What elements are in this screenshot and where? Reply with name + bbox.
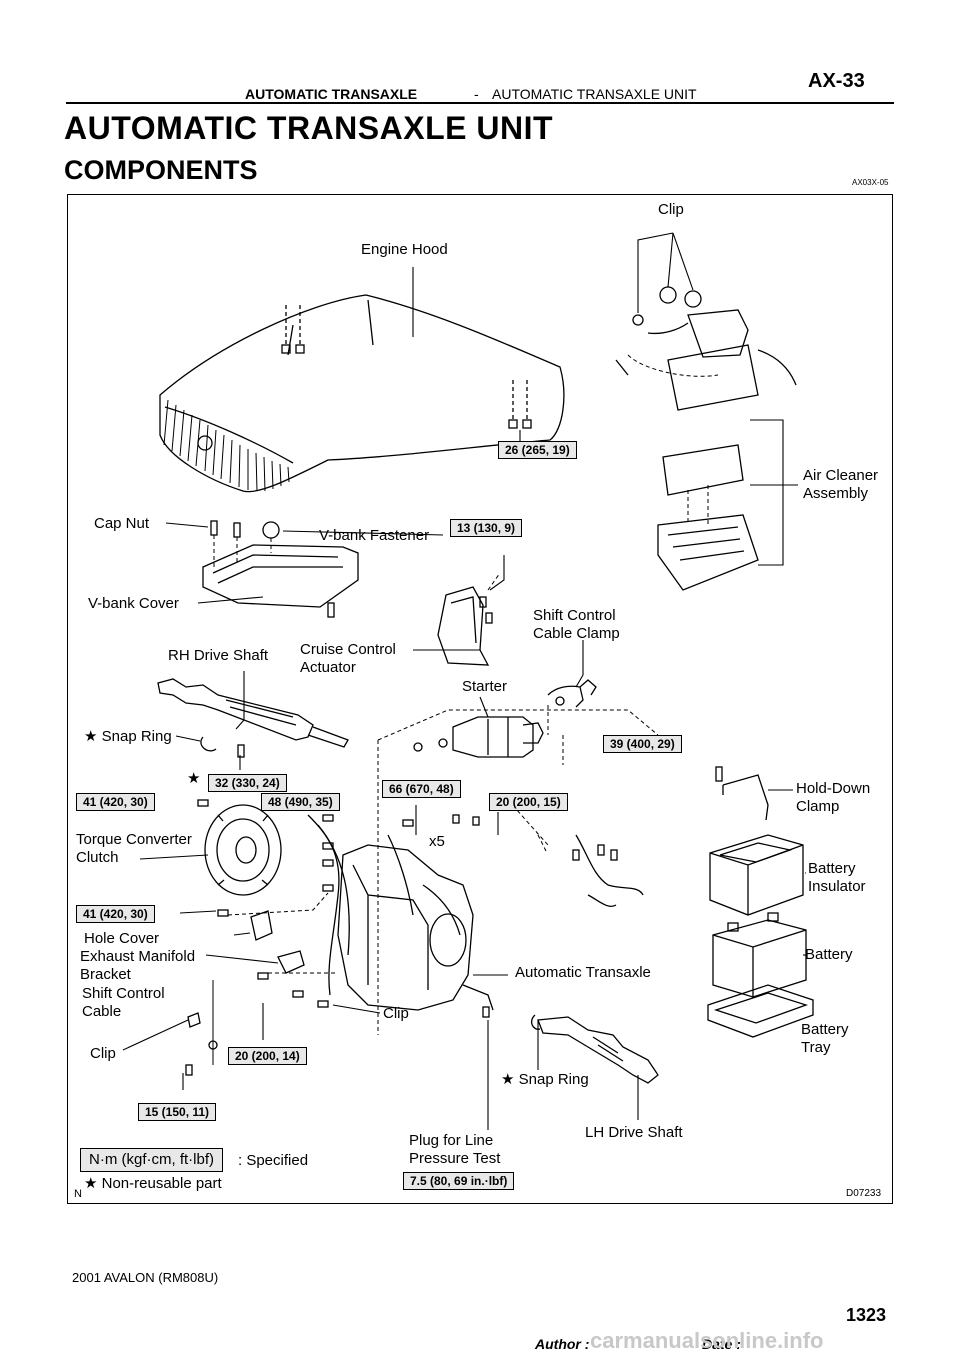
starter-drawing <box>413 716 544 758</box>
cruise-actuator-drawing <box>437 586 493 666</box>
torque-41-upper: 41 (420, 30) <box>76 793 155 811</box>
torque-13: 13 (130, 9) <box>450 519 523 537</box>
battery-insulator-drawing <box>709 834 804 916</box>
label-hold-down-2: Clamp <box>796 798 840 815</box>
torque-converter-drawing <box>204 804 282 896</box>
legend-specified: : Specified <box>238 1152 309 1169</box>
label-shift-clamp-2: Cable Clamp <box>533 625 620 642</box>
label-hole-cover: Hole Cover <box>84 930 160 947</box>
label-cap-nut: Cap Nut <box>94 515 150 532</box>
label-shift-cable-2: Cable <box>82 1003 122 1020</box>
torque-39: 39 (400, 29) <box>603 735 682 753</box>
lh-drive-shaft-drawing <box>531 1014 659 1084</box>
label-shift-cable-1: Shift Control <box>82 985 165 1002</box>
label-vbank-fastener: V-bank Fastener <box>319 527 430 544</box>
label-battery: Battery <box>805 946 853 963</box>
figure-north-mark: N <box>74 1188 82 1200</box>
label-rh-drive-shaft: RH Drive Shaft <box>168 647 269 664</box>
rh-drive-shaft-drawing <box>157 678 349 752</box>
label-air-cleaner-2: Assembly <box>803 485 869 502</box>
footer-model: 2001 AVALON (RM808U) <box>72 1270 219 1285</box>
label-starter: Starter <box>462 678 508 695</box>
hole-cover-drawing <box>250 910 273 941</box>
hood-bolts-drawing <box>285 305 528 420</box>
components-figure: Clip Engine Hood Air Cleaner Assembly Ca… <box>67 194 893 1204</box>
watermark: carmanualsonline.info <box>590 1328 824 1353</box>
automatic-transaxle-drawing <box>307 814 494 1011</box>
label-exhaust-bracket-2: Bracket <box>80 966 131 983</box>
wiring-harness-drawing <box>572 834 644 907</box>
label-shift-clamp-1: Shift Control <box>533 607 616 624</box>
label-torque-converter-1: Torque Converter <box>76 831 192 848</box>
torque-32: 32 (330, 24) <box>208 774 287 792</box>
label-plug-1: Plug for Line <box>409 1132 494 1149</box>
torque-26: 26 (265, 19) <box>498 441 577 459</box>
footer-page-number: 1323 <box>846 1305 887 1325</box>
page-subtitle: COMPONENTS <box>64 155 258 185</box>
header-page-code: AX-33 <box>808 70 865 92</box>
footer-date-label: Date : <box>702 1336 741 1352</box>
header-rule <box>66 102 894 104</box>
label-torque-converter-2: Clutch <box>76 849 119 866</box>
leader-lines <box>122 232 806 1130</box>
bolts-drawing <box>185 744 519 1076</box>
label-automatic-transaxle: Automatic Transaxle <box>515 964 651 981</box>
label-lh-drive-shaft: LH Drive Shaft <box>585 1124 683 1141</box>
label-engine-hood: Engine Hood <box>361 241 448 258</box>
legend-unit-box: N·m (kgf·cm, ft·lbf) <box>80 1148 223 1172</box>
label-clip-mid: Clip <box>383 1005 409 1022</box>
header-subsection: AUTOMATIC TRANSAXLE UNIT <box>492 86 697 102</box>
components-illustration <box>122 232 814 1130</box>
page-title: AUTOMATIC TRANSAXLE UNIT <box>64 110 554 146</box>
header-section: AUTOMATIC TRANSAXLE <box>245 86 418 102</box>
label-cruise-2: Actuator <box>300 659 356 676</box>
label-hold-down-1: Hold-Down <box>796 780 871 797</box>
label-battery-insulator-2: Insulator <box>808 878 866 895</box>
label-clip-left: Clip <box>90 1045 116 1062</box>
label-battery-tray-1: Battery <box>801 1021 849 1038</box>
star-icon: ★ <box>187 770 201 787</box>
figure-code: D07233 <box>846 1188 882 1199</box>
label-exhaust-bracket-1: Exhaust Manifold <box>80 948 196 965</box>
legend-non-reusable: Non-reusable part <box>84 1175 222 1193</box>
label-snap-ring-upper: Snap Ring <box>84 728 172 746</box>
engine-hood-drawing <box>159 294 565 493</box>
torque-7-5: 7.5 (80, 69 in.·lbf) <box>403 1172 515 1190</box>
reference-code: AX03X-05 <box>852 178 889 187</box>
shift-clamp-drawing <box>547 679 597 708</box>
torque-41-lower: 41 (420, 30) <box>76 905 155 923</box>
label-clip-top: Clip <box>658 201 684 218</box>
label-plug-2: Pressure Test <box>409 1150 501 1167</box>
air-cleaner-drawing <box>615 286 797 591</box>
battery-drawing <box>712 912 807 998</box>
torque-20-upper: 20 (200, 15) <box>489 793 568 811</box>
torque-66: 66 (670, 48) <box>382 780 461 798</box>
footer-author-label: Author : <box>535 1336 590 1352</box>
label-battery-insulator-1: Battery <box>808 860 856 877</box>
exhaust-bracket-drawing <box>277 950 305 974</box>
hold-down-clamp-drawing <box>715 766 769 821</box>
torque-48: 48 (490, 35) <box>261 793 340 811</box>
label-air-cleaner-1: Air Cleaner <box>803 467 879 484</box>
label-x5: x5 <box>429 833 445 850</box>
label-vbank-cover: V-bank Cover <box>88 595 179 612</box>
battery-tray-drawing <box>707 984 814 1038</box>
label-snap-ring-lower: Snap Ring <box>501 1071 589 1089</box>
torque-15: 15 (150, 11) <box>138 1103 217 1121</box>
torque-20-lower: 20 (200, 14) <box>228 1047 307 1065</box>
header-separator: - <box>474 86 479 102</box>
label-cruise-1: Cruise Control <box>300 641 396 658</box>
label-battery-tray-2: Tray <box>801 1039 831 1056</box>
